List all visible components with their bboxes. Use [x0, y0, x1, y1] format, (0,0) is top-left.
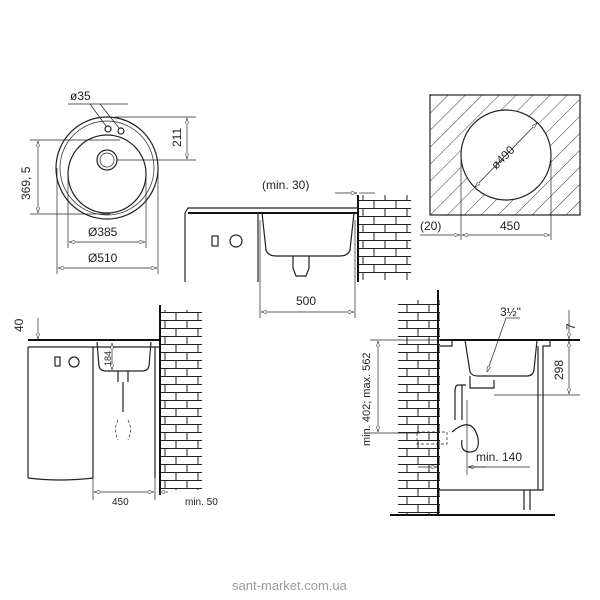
- front-install-view: 40 184 450 min. 50: [12, 305, 218, 508]
- counter-thickness-label: 40: [12, 318, 26, 332]
- bowl-outline: [67, 134, 147, 214]
- outer-diameter-label: Ø510: [88, 251, 118, 265]
- section-install-view: 3½" 7 298 min. 402; max. 562 min. 140: [361, 290, 580, 516]
- tap-hole-label: ø35: [70, 89, 91, 103]
- drain-size-label: 3½": [500, 305, 521, 319]
- side-width-label: 500: [296, 294, 316, 308]
- depth-298-label: 298: [552, 360, 566, 380]
- front-cabinet-width-label: 450: [112, 497, 129, 508]
- cutout-cabinet-width-label: 450: [500, 219, 520, 233]
- brick-wall: [359, 195, 411, 280]
- cutout-wall-gap-label: (20): [420, 219, 441, 233]
- bowl-depth-label: 184: [103, 351, 113, 366]
- overflow-icon: [229, 234, 243, 248]
- front-min-wall-gap-label: min. 50: [185, 497, 218, 508]
- side-view: (min. 30) 500: [184, 178, 411, 318]
- watermark: sant-market.com.ua: [232, 578, 348, 593]
- rim-height-label: 7: [564, 323, 578, 330]
- brick-wall: [160, 310, 202, 490]
- bowl-diameter-label: Ø385: [88, 225, 118, 239]
- brick-wall: [398, 300, 440, 515]
- bowl-length-label: 369, 5: [19, 166, 33, 200]
- drain-offset-label: 211: [170, 128, 184, 147]
- top-view: ø35 211 369, 5 Ø385 Ø510: [19, 89, 196, 274]
- cutout-view: ø490 (20) 450: [420, 94, 581, 240]
- min-wall-distance-label: min. 140: [476, 450, 522, 464]
- overflow-icon: [68, 356, 80, 368]
- tap-hole-icon: [104, 125, 112, 133]
- min-wall-gap-label: (min. 30): [262, 178, 309, 192]
- tap-hole-icon: [117, 127, 125, 135]
- drain-height-label: min. 402; max. 562: [361, 352, 373, 446]
